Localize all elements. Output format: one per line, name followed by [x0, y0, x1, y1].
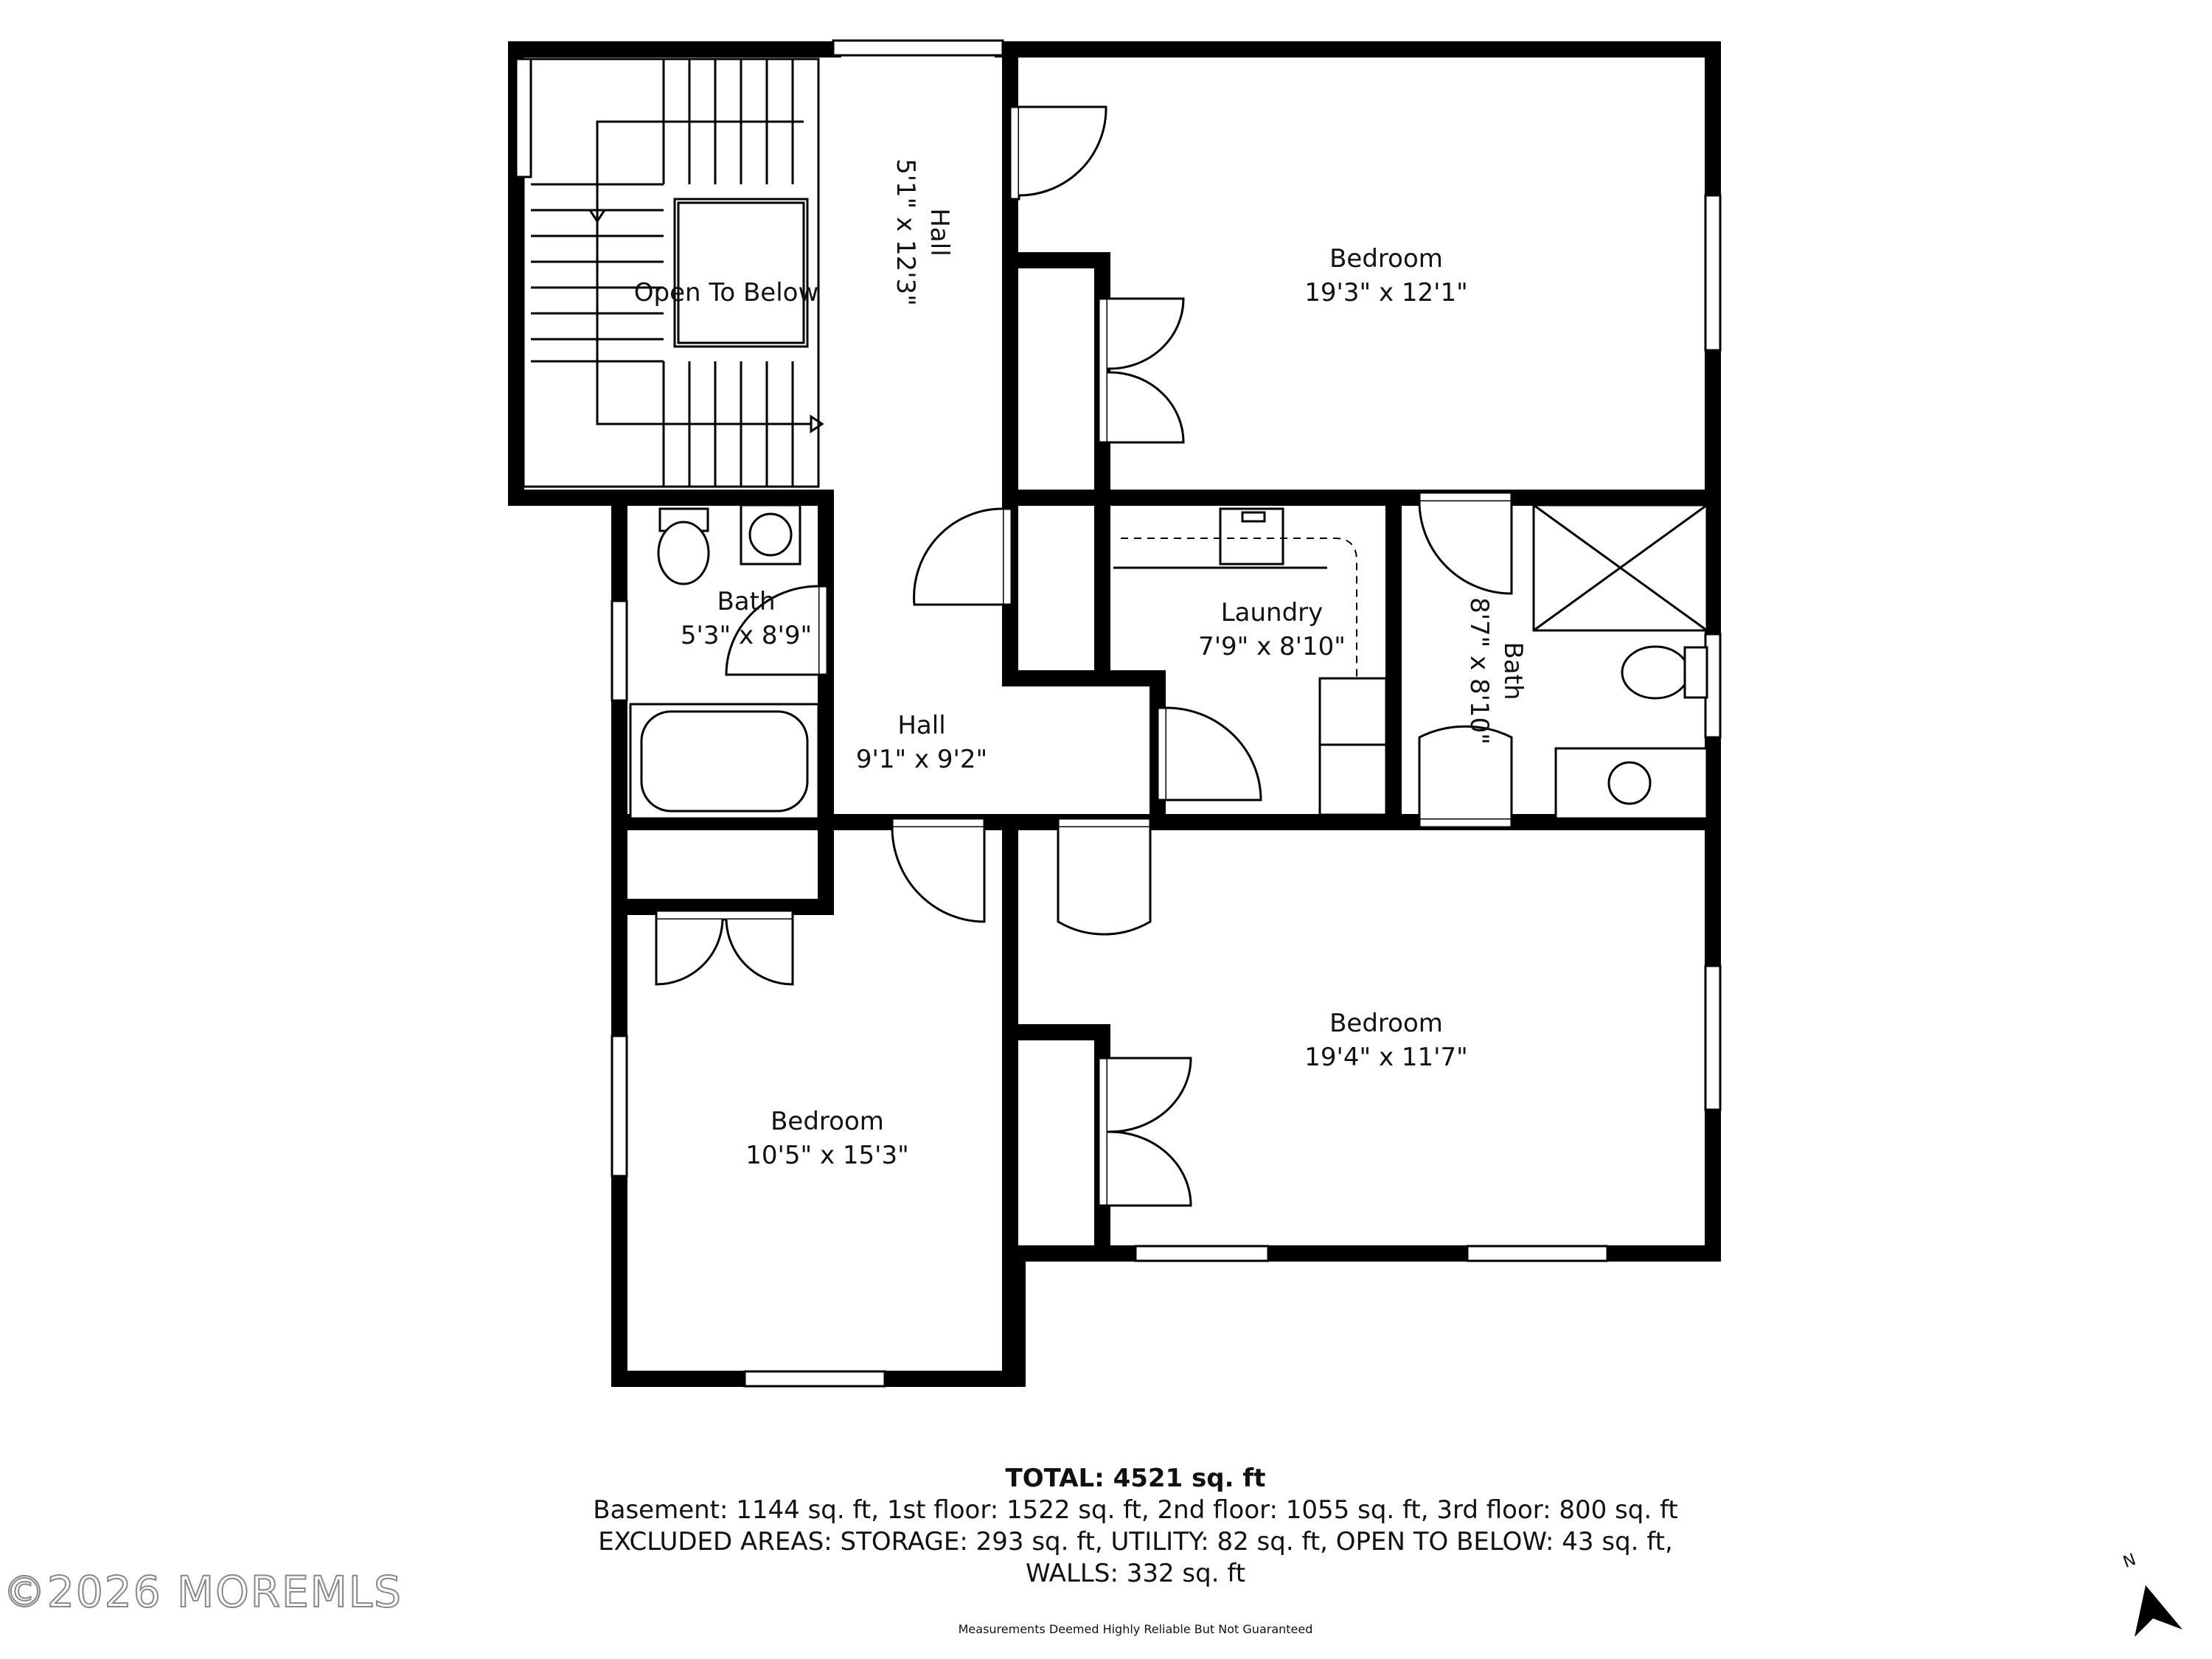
- room-bath-w: Bath 5'3" x 8'9": [681, 585, 812, 653]
- walls-area: WALLS: 332 sq. ft: [1025, 1559, 1246, 1588]
- total-area: TOTAL: 4521 sq. ft: [1005, 1464, 1266, 1493]
- room-name: Bath: [717, 587, 776, 617]
- room-open-to-below: Open To Below: [634, 276, 819, 310]
- room-name: Bedroom: [771, 1107, 884, 1137]
- disclaimer: Measurements Deemed Highly Reliable But …: [958, 1622, 1313, 1636]
- fixtures: [629, 504, 1708, 820]
- staircase: [522, 58, 824, 488]
- room-size: 5'1" x 12'3": [891, 159, 920, 306]
- room-hall-mid: Hall 9'1" x 9'2": [856, 709, 987, 777]
- watermark: ©2026 MOREMLS: [2, 1566, 403, 1618]
- room-size: 7'9" x 8'10": [1198, 632, 1346, 661]
- room-size: 9'1" x 9'2": [855, 745, 988, 774]
- room-bedroom-sw: Bedroom 10'5" x 15'3": [745, 1105, 909, 1173]
- room-size: 8'7" x 8'10": [1464, 597, 1494, 745]
- north-arrow-icon: [2135, 1585, 2183, 1637]
- room-size: 10'5" x 15'3": [745, 1141, 909, 1170]
- doors: [655, 105, 1513, 1207]
- room-hall-top: Hall 5'1" x 12'3": [888, 159, 956, 306]
- room-name: Laundry: [1220, 598, 1324, 628]
- room-name: Open To Below: [633, 278, 819, 308]
- floor-areas: Basement: 1144 sq. ft, 1st floor: 1522 s…: [593, 1495, 1678, 1525]
- room-size: 19'3" x 12'1": [1304, 278, 1468, 307]
- room-bedroom-ne: Bedroom 19'3" x 12'1": [1304, 243, 1468, 310]
- room-laundry: Laundry 7'9" x 8'10": [1198, 597, 1346, 664]
- room-name: Bedroom: [1329, 244, 1443, 274]
- room-name: Bath: [1498, 641, 1528, 700]
- excluded-areas: EXCLUDED AREAS: STORAGE: 293 sq. ft, UTI…: [598, 1527, 1673, 1557]
- room-bedroom-se: Bedroom 19'4" x 11'7": [1304, 1007, 1468, 1075]
- room-size: 5'3" x 8'9": [680, 621, 813, 650]
- walls: [508, 41, 1721, 1387]
- room-name: Bedroom: [1329, 1009, 1443, 1039]
- room-bath-e: Bath 8'7" x 8'10": [1461, 597, 1529, 745]
- room-size: 19'4" x 11'7": [1304, 1043, 1468, 1072]
- room-name: Hall: [924, 208, 954, 257]
- room-name: Hall: [897, 711, 946, 741]
